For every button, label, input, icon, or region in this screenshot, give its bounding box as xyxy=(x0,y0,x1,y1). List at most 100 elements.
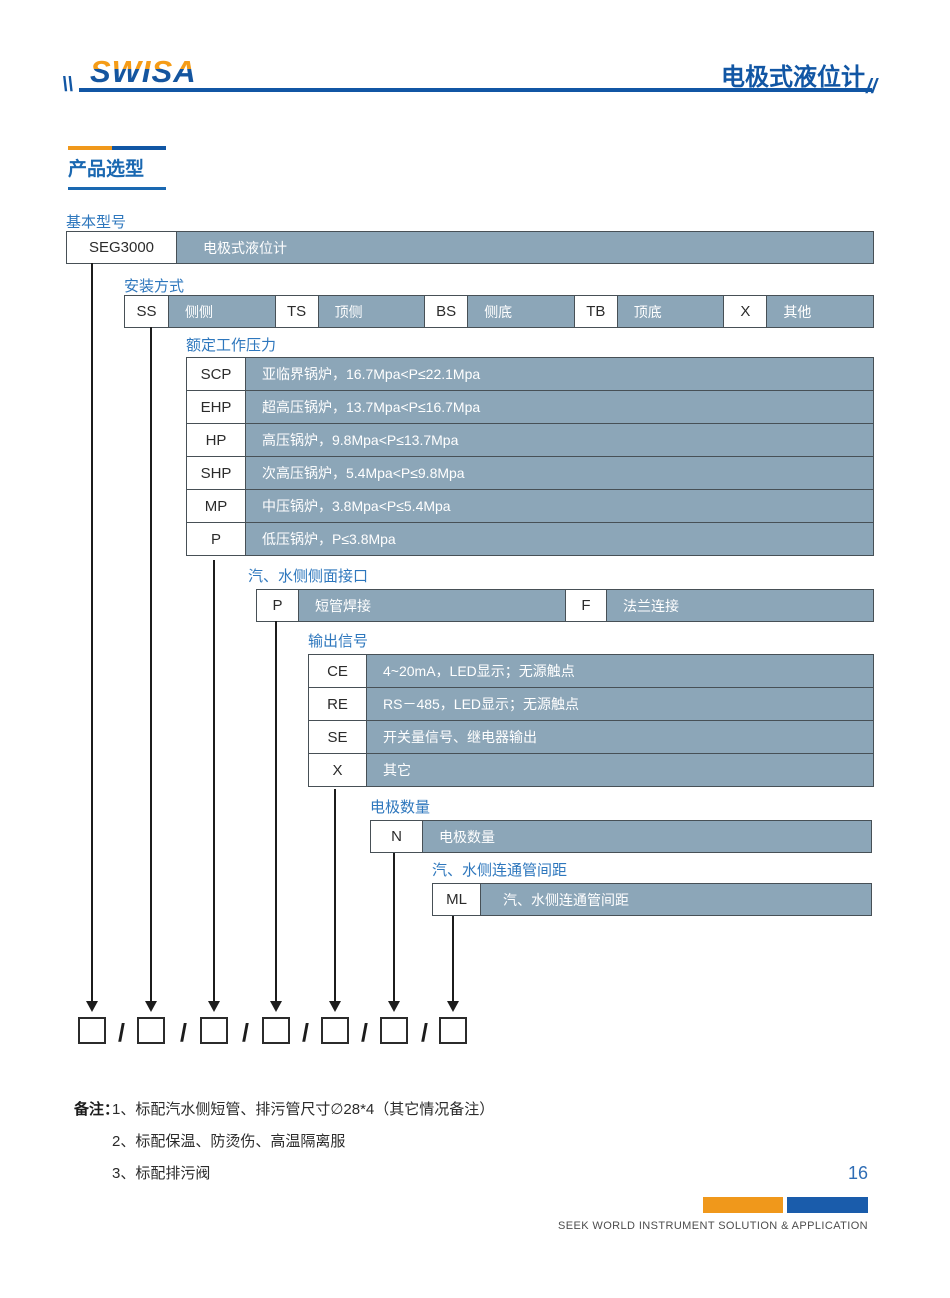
mounting-desc-x: 其他 xyxy=(767,296,873,327)
mounting-desc-ss: 侧侧 xyxy=(169,296,275,327)
section-topline-blue xyxy=(112,146,166,150)
pressure-code-ehp: EHP xyxy=(187,391,246,423)
mounting-code-tb: TB xyxy=(573,296,618,327)
pressure-desc-hp: 高压锅炉，9.8Mpa<P≤13.7Mpa xyxy=(246,424,873,456)
page-number: 16 xyxy=(847,1163,868,1183)
label-connection: 汽、水侧侧面接口 xyxy=(248,568,369,585)
mounting-code-x: X xyxy=(723,296,768,327)
mounting-code-bs: BS xyxy=(424,296,469,327)
spacing-row: ML 汽、水侧连通管间距 xyxy=(432,883,872,916)
output-desc-re: RS－485，LED显示；无源触点 xyxy=(367,688,873,720)
slash-separator: / xyxy=(242,1019,249,1047)
connector-line xyxy=(91,263,93,1004)
model-code-box xyxy=(200,1017,228,1044)
connection-desc-f: 法兰连接 xyxy=(607,590,873,621)
mounting-desc-tb: 顶底 xyxy=(617,296,724,327)
connector-line xyxy=(150,327,152,1004)
label-output: 输出信号 xyxy=(308,633,369,650)
pressure-row: SCP 亚临界锅炉，16.7Mpa<P≤22.1Mpa xyxy=(186,357,874,391)
section-title: 产品选型 xyxy=(68,159,145,180)
model-code-box xyxy=(78,1017,106,1044)
arrow-down-icon xyxy=(329,1001,341,1012)
spacing-code: ML xyxy=(433,884,481,915)
arrow-down-icon xyxy=(270,1001,282,1012)
output-code-x: X xyxy=(309,754,367,786)
notes-title: 备注： xyxy=(74,1101,120,1118)
arrow-down-icon xyxy=(208,1001,220,1012)
note-item-1: 1、标配汽水侧短管、排污管尺寸∅28*4（其它情况备注） xyxy=(112,1101,495,1118)
arrow-down-icon xyxy=(86,1001,98,1012)
pressure-desc-shp: 次高压锅炉，5.4Mpa<P≤9.8Mpa xyxy=(246,457,873,489)
electrode-row: N 电极数量 xyxy=(370,820,872,853)
mounting-code-ts: TS xyxy=(274,296,319,327)
mounting-row: SS 侧侧 TS 顶侧 BS 侧底 TB 顶底 X 其他 xyxy=(124,295,874,328)
model-code-box xyxy=(137,1017,165,1044)
electrode-code: N xyxy=(371,821,423,852)
connector-line xyxy=(213,560,215,1004)
pressure-desc-scp: 亚临界锅炉，16.7Mpa<P≤22.1Mpa xyxy=(246,358,873,390)
mounting-desc-ts: 顶侧 xyxy=(318,296,425,327)
label-pressure: 额定工作压力 xyxy=(186,337,277,354)
pressure-desc-p: 低压锅炉，P≤3.8Mpa xyxy=(246,523,873,555)
basic-model-desc: 电极式液位计 xyxy=(177,232,873,263)
section-topline-orange xyxy=(68,146,112,150)
slash-separator: / xyxy=(302,1019,309,1047)
header-left-slash-decoration: \\ xyxy=(62,74,74,96)
header-right-slash-decoration: // xyxy=(866,76,878,98)
pressure-code-hp: HP xyxy=(187,424,246,456)
pressure-desc-ehp: 超高压锅炉，13.7Mpa<P≤16.7Mpa xyxy=(246,391,873,423)
label-basic-model: 基本型号 xyxy=(66,214,127,231)
connection-row: P 短管焊接 F 法兰连接 xyxy=(256,589,874,622)
output-desc-x: 其它 xyxy=(367,754,873,786)
mounting-desc-bs: 侧底 xyxy=(468,296,574,327)
pressure-row: EHP 超高压锅炉，13.7Mpa<P≤16.7Mpa xyxy=(186,390,874,424)
footer-orange-bar xyxy=(703,1197,783,1213)
pressure-row: MP 中压锅炉，3.8Mpa<P≤5.4Mpa xyxy=(186,489,874,523)
basic-model-row: SEG3000 电极式液位计 xyxy=(66,231,874,264)
slash-separator: / xyxy=(361,1019,368,1047)
connector-line xyxy=(275,621,277,1004)
footer-blue-bar xyxy=(787,1197,868,1213)
output-code-ce: CE xyxy=(309,655,367,687)
slash-separator: / xyxy=(118,1019,125,1047)
mounting-code-ss: SS xyxy=(125,296,169,327)
header-rule xyxy=(79,88,872,92)
label-electrode: 电极数量 xyxy=(370,799,431,816)
output-code-se: SE xyxy=(309,721,367,753)
label-spacing: 汽、水侧连通管间距 xyxy=(432,862,568,879)
output-row: RE RS－485，LED显示；无源触点 xyxy=(308,687,874,721)
output-row: X 其它 xyxy=(308,753,874,787)
document-title: 电极式液位计 xyxy=(721,64,865,91)
pressure-row: SHP 次高压锅炉，5.4Mpa<P≤9.8Mpa xyxy=(186,456,874,490)
pressure-row: HP 高压锅炉，9.8Mpa<P≤13.7Mpa xyxy=(186,423,874,457)
arrow-down-icon xyxy=(145,1001,157,1012)
spacing-desc: 汽、水侧连通管间距 xyxy=(481,884,871,915)
connection-code-f: F xyxy=(565,590,607,621)
pressure-code-p: P xyxy=(187,523,246,555)
connection-desc-p: 短管焊接 xyxy=(299,590,565,621)
output-code-re: RE xyxy=(309,688,367,720)
connection-code-p: P xyxy=(257,590,299,621)
pressure-code-scp: SCP xyxy=(187,358,246,390)
connector-line xyxy=(452,916,454,1004)
note-item-3: 3、标配排污阀 xyxy=(112,1165,211,1182)
output-desc-se: 开关量信号、继电器输出 xyxy=(367,721,873,753)
label-mounting: 安装方式 xyxy=(124,278,185,295)
slash-separator: / xyxy=(421,1019,428,1047)
brand-logo: SWISA xyxy=(90,54,197,89)
slash-separator: / xyxy=(180,1019,187,1047)
arrow-down-icon xyxy=(447,1001,459,1012)
output-row: CE 4~20mA，LED显示；无源触点 xyxy=(308,654,874,688)
section-underline xyxy=(68,187,166,190)
pressure-code-mp: MP xyxy=(187,490,246,522)
output-row: SE 开关量信号、继电器输出 xyxy=(308,720,874,754)
connector-line xyxy=(334,789,336,1004)
model-code-box xyxy=(380,1017,408,1044)
arrow-down-icon xyxy=(388,1001,400,1012)
output-desc-ce: 4~20mA，LED显示；无源触点 xyxy=(367,655,873,687)
footer-slogan: SEEK WORLD INSTRUMENT SOLUTION & APPLICA… xyxy=(558,1220,868,1232)
pressure-table: SCP 亚临界锅炉，16.7Mpa<P≤22.1Mpa EHP 超高压锅炉，13… xyxy=(186,357,874,556)
pressure-row: P 低压锅炉，P≤3.8Mpa xyxy=(186,522,874,556)
basic-model-code: SEG3000 xyxy=(67,232,177,263)
